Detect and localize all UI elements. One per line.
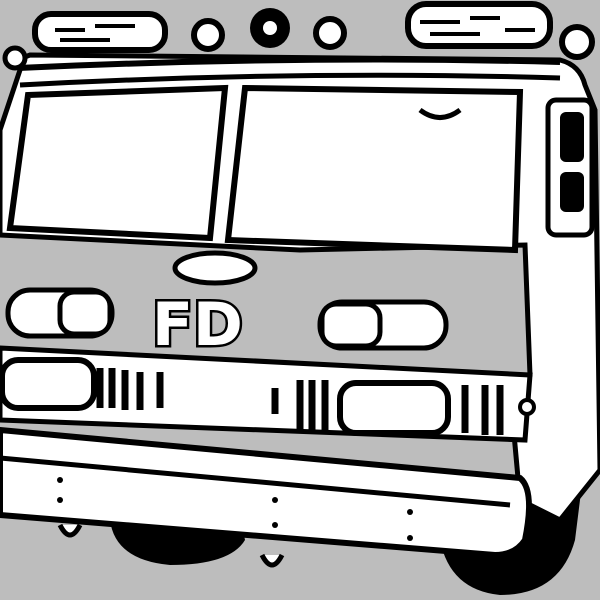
- roof-line-2: [19, 72, 561, 88]
- headlight-right: [337, 380, 451, 436]
- hood-emblem: [172, 250, 258, 286]
- light-bar-detail-right: [420, 16, 535, 36]
- wiper-mount: [418, 107, 462, 120]
- grille-slats: [96, 368, 504, 435]
- bumper-line: [0, 455, 511, 508]
- fd-badge-text: FD: [152, 290, 243, 360]
- side-light-left: [2, 45, 28, 71]
- upper-light-right-inner: [319, 301, 383, 349]
- tow-hook-left: [57, 523, 83, 538]
- side-marker-bottom: [560, 172, 584, 212]
- beacon-right: [313, 16, 347, 50]
- grille-bolt: [518, 398, 536, 416]
- light-bar-detail: [55, 24, 135, 42]
- bumper-bolts: [57, 477, 413, 541]
- roof-line: [17, 56, 561, 71]
- front-bumper: [0, 426, 532, 559]
- beacon-center-highlight: [263, 21, 277, 35]
- windshield-left: [6, 84, 229, 242]
- windshield-right: [224, 84, 524, 254]
- side-light-right: [559, 24, 595, 60]
- tow-hook-right: [259, 553, 285, 568]
- light-bar-right: [405, 1, 553, 49]
- upper-light-left-inner: [57, 289, 113, 337]
- side-marker-top: [560, 112, 584, 162]
- light-bar-left: [32, 11, 168, 53]
- beacon-left: [191, 18, 225, 52]
- headlight-left: [0, 357, 97, 411]
